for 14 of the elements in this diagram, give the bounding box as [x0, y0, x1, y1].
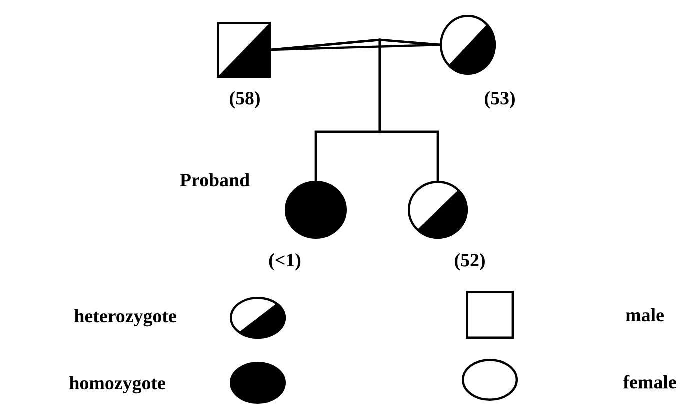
- node-caption: (58): [230, 91, 260, 109]
- legend-label: heterozygote: [74, 309, 176, 327]
- female-circle: [440, 15, 496, 75]
- female-circle: [408, 181, 468, 239]
- node-caption: (<1): [269, 253, 301, 271]
- legend-label: female: [623, 375, 676, 389]
- node-caption: (53): [485, 91, 515, 109]
- legend-label: male: [626, 308, 664, 322]
- descent-line: [378, 38, 440, 181]
- legend-label: homozygote: [70, 376, 166, 394]
- female-circle: [285, 181, 347, 239]
- node-caption: Proband: [180, 173, 250, 187]
- male-square: [217, 22, 271, 78]
- node-caption: (52): [455, 253, 485, 271]
